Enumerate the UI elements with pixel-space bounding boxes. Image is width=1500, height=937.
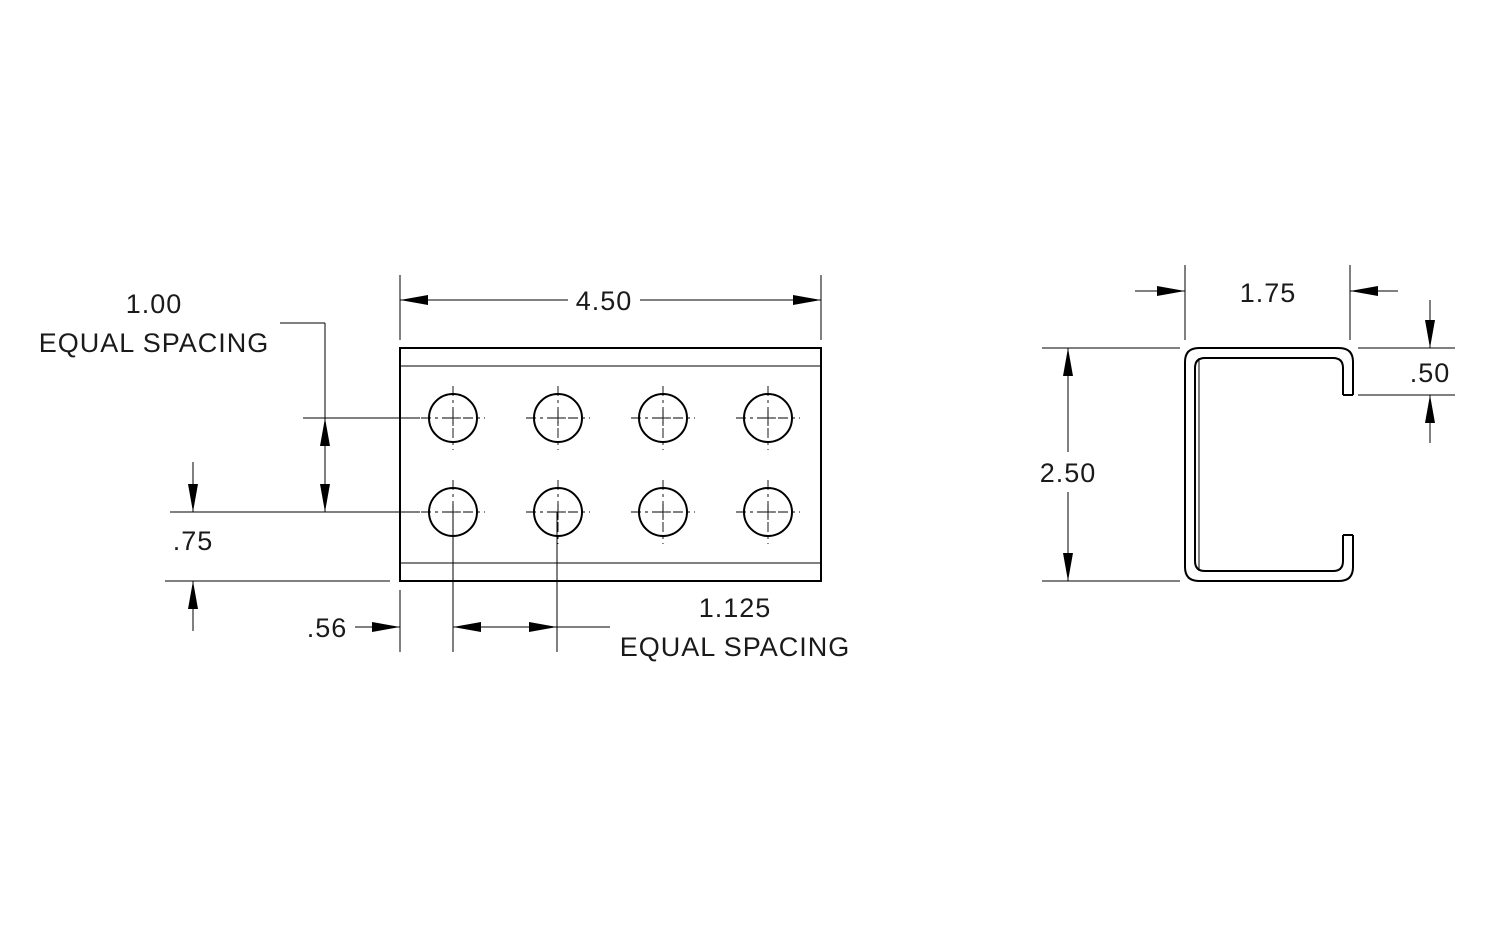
dim-bottom-row-offset-label: .75: [173, 526, 214, 556]
hole-pattern: [421, 386, 800, 544]
dim-bottom-row-offset: .75: [165, 462, 390, 631]
dim-web-width-label: 1.75: [1240, 278, 1297, 308]
channel-inner-profile: [1194, 357, 1344, 572]
dim-overall-width-label: 4.50: [576, 286, 633, 316]
dim-row-spacing-note: EQUAL SPACING: [39, 328, 270, 358]
hole: [736, 480, 800, 544]
hole: [631, 480, 695, 544]
dim-lip-length-label: .50: [1410, 358, 1451, 388]
hole: [736, 386, 800, 450]
dim-col-spacing-note: EQUAL SPACING: [620, 632, 851, 662]
hole: [526, 386, 590, 450]
hole: [631, 386, 695, 450]
hole: [421, 386, 485, 450]
channel-outer-profile: [1184, 347, 1354, 582]
plate-outline: [399, 347, 822, 582]
dim-overall-width: 4.50: [399, 275, 822, 340]
hole: [526, 480, 590, 544]
dim-col-spacing-label: 1.125: [699, 593, 772, 623]
dim-col-spacing: 1.125 EQUAL SPACING: [481, 512, 851, 662]
dim-first-col-offset: .56: [307, 512, 481, 652]
front-view: 4.50 1.00 EQUAL SPACING .75: [39, 275, 851, 662]
dim-row-spacing-label: 1.00: [126, 289, 183, 319]
dim-channel-height: 2.50: [1040, 347, 1180, 582]
dim-lip-length: .50: [1358, 300, 1455, 443]
dim-channel-height-label: 2.50: [1040, 458, 1097, 488]
dim-web-width: 1.75: [1135, 265, 1398, 340]
dim-row-spacing: 1.00 EQUAL SPACING: [39, 289, 420, 513]
side-view: 1.75 2.50 .50: [1040, 265, 1455, 582]
dim-first-col-offset-label: .56: [307, 613, 348, 643]
